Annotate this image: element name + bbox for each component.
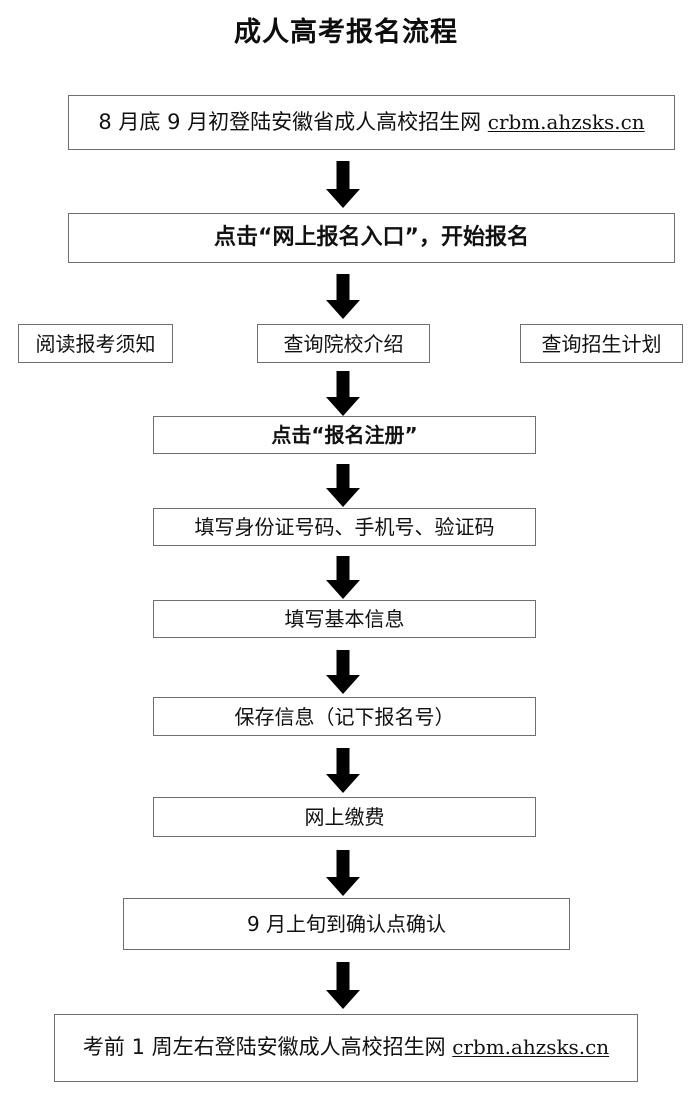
arrow-shaft xyxy=(336,161,350,191)
flow-node-step9-url[interactable]: crbm.ahzsks.cn xyxy=(452,1035,610,1060)
flow-node-branch-left-label: 阅读报考须知 xyxy=(35,331,156,356)
flow-node-step1-text: 8 月底 9 月初登陆安徽省成人高校招生网 crbm.ahzsks.cn xyxy=(90,110,652,135)
flow-node-step5[interactable]: 填写基本信息 xyxy=(153,600,536,638)
arrow-shaft xyxy=(336,371,350,399)
flow-node-step4-label: 填写身份证号码、手机号、验证码 xyxy=(194,515,495,539)
arrow-branch-to-step3 xyxy=(326,371,360,416)
arrow-shaft xyxy=(336,850,350,879)
flow-node-branch-right[interactable]: 查询招生计划 xyxy=(520,324,683,363)
arrow-step3-to-step4 xyxy=(326,464,360,507)
flow-node-step8[interactable]: 9 月上旬到确认点确认 xyxy=(123,898,570,950)
flow-node-step9-label: 考前 1 周左右登陆安徽成人高校招生网 xyxy=(82,1035,453,1060)
flow-node-step8-label: 9 月上旬到确认点确认 xyxy=(246,912,447,936)
arrow-head xyxy=(326,397,360,416)
flow-node-step1[interactable]: 8 月底 9 月初登陆安徽省成人高校招生网 crbm.ahzsks.cn xyxy=(68,95,675,150)
flow-node-step3[interactable]: 点击“报名注册” xyxy=(153,416,536,454)
arrow-step6-to-step7 xyxy=(326,748,360,793)
arrow-head xyxy=(326,488,360,507)
arrow-head xyxy=(326,189,360,208)
arrow-shaft xyxy=(336,274,350,302)
flow-node-step3-label: 点击“报名注册” xyxy=(271,423,418,447)
arrow-step1-to-step2 xyxy=(326,161,360,208)
arrow-shaft xyxy=(336,748,350,776)
flow-node-step9-text: 考前 1 周左右登陆安徽成人高校招生网 crbm.ahzsks.cn xyxy=(75,1035,617,1060)
arrow-step8-to-step9 xyxy=(326,962,360,1009)
flow-node-step2[interactable]: 点击“网上报名入口”，开始报名 xyxy=(68,213,675,263)
arrow-shaft xyxy=(336,962,350,992)
arrow-head xyxy=(326,774,360,793)
flow-node-branch-center-label: 查询院校介绍 xyxy=(283,331,404,356)
arrow-shaft xyxy=(336,650,350,677)
arrow-shaft xyxy=(336,556,350,582)
flow-node-branch-left[interactable]: 阅读报考须知 xyxy=(18,324,173,363)
flow-node-branch-center[interactable]: 查询院校介绍 xyxy=(257,324,430,363)
arrow-head xyxy=(326,990,360,1009)
flow-node-branch-right-label: 查询招生计划 xyxy=(541,331,662,356)
flow-node-step1-label: 8 月底 9 月初登陆安徽省成人高校招生网 xyxy=(98,109,488,134)
flow-node-step4[interactable]: 填写身份证号码、手机号、验证码 xyxy=(153,508,536,546)
flow-node-step6-label: 保存信息（记下报名号） xyxy=(234,704,455,729)
arrow-head xyxy=(326,580,360,599)
flow-node-step1-url[interactable]: crbm.ahzsks.cn xyxy=(487,109,645,134)
flow-node-step7-label: 网上缴费 xyxy=(304,805,385,829)
flow-node-step2-label: 点击“网上报名入口”，开始报名 xyxy=(214,224,529,250)
arrow-step7-to-step8 xyxy=(326,850,360,896)
arrow-head xyxy=(326,675,360,694)
arrow-step2-to-branch xyxy=(326,274,360,319)
arrow-head xyxy=(326,300,360,319)
flow-node-step6[interactable]: 保存信息（记下报名号） xyxy=(153,697,536,736)
arrow-step5-to-step6 xyxy=(326,650,360,694)
flow-node-step5-label: 填写基本信息 xyxy=(284,607,405,631)
arrow-shaft xyxy=(336,464,350,490)
flow-node-step7[interactable]: 网上缴费 xyxy=(153,797,536,837)
page-title: 成人高考报名流程 xyxy=(234,17,458,48)
flow-node-step9[interactable]: 考前 1 周左右登陆安徽成人高校招生网 crbm.ahzsks.cn xyxy=(54,1014,638,1082)
arrow-head xyxy=(326,877,360,896)
arrow-step4-to-step5 xyxy=(326,556,360,599)
